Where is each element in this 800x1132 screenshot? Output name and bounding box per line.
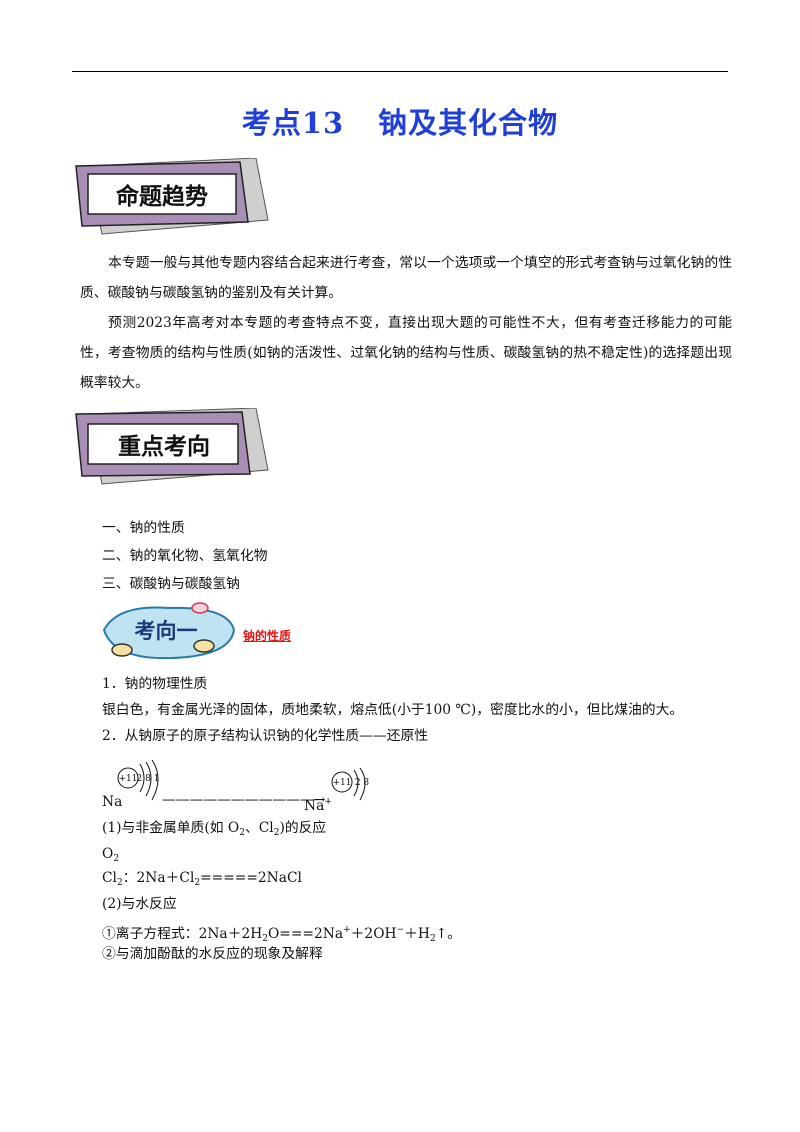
ionic-equation: ①离子方程式：2Na＋2H2O===2Na+＋2OH−＋H2↑。 — [102, 925, 462, 944]
direction-label: 钠的性质 — [243, 629, 292, 643]
focus-banner-text: 重点考向 — [118, 433, 210, 460]
pink-bead-icon — [191, 602, 209, 614]
na-symbol: Na — [102, 794, 123, 810]
header-rule — [72, 71, 728, 72]
cl2-reaction: Cl2：2Na＋Cl2=====2NaCl — [102, 870, 302, 888]
paragraph-2: 预测2023年高考对本专题的考查特点不变，直接出现大题的可能性不大，但有考查迁移… — [80, 315, 732, 391]
water-heading: (2)与水反应 — [102, 896, 177, 912]
reaction-arrow: ———————————→ — [162, 792, 326, 808]
trend-banner: 命题趋势 — [72, 158, 272, 238]
section1-heading: 1．钠的物理性质 — [102, 676, 208, 692]
outline-item-2: 二、钠的氧化物、氢氧化物 — [102, 548, 268, 564]
outline-item-3: 三、碳酸钠与碳酸氢钠 — [102, 576, 240, 592]
yellow-bead-icon — [111, 643, 133, 657]
direction-banner-text: 考向一 — [135, 618, 198, 643]
phenolphthalein-heading: ②与滴加酚酞的水反应的现象及解释 — [102, 946, 323, 962]
paragraph-1: 本专题一般与其他专题内容结合起来进行考查，常以一个选项或一个填空的形式考查钠与过… — [80, 255, 732, 301]
focus-banner: 重点考向 — [72, 408, 272, 488]
na-shells: 2 8 1 — [137, 774, 160, 784]
nonmetal-heading: (1)与非金属单质(如 O2、Cl2)的反应 — [102, 820, 327, 838]
na-ion-diagram: +11 2 8 — [326, 768, 386, 808]
section2-heading: 2．从钠原子的原子结构认识钠的化学性质——还原性 — [102, 728, 429, 744]
trend-banner-text: 命题趋势 — [116, 183, 208, 210]
o2-reaction: O2 — [102, 846, 120, 864]
direction-banner: 考向一 — [98, 600, 240, 666]
na-ion-symbol: Na+ — [304, 797, 332, 814]
na-ion-nucleus: +11 — [333, 778, 352, 788]
section1-text: 银白色，有金属光泽的固体，质地柔软，熔点低(小于100 ℃)，密度比水的小，但比… — [102, 702, 684, 718]
yellow-bead-icon-2 — [193, 639, 215, 653]
outline-item-1: 一、钠的性质 — [102, 520, 185, 536]
na-nucleus: +11 — [119, 774, 138, 784]
na-atom-diagram: +11 2 8 1 — [98, 760, 178, 808]
na-ion-shells: 2 8 — [355, 778, 370, 788]
